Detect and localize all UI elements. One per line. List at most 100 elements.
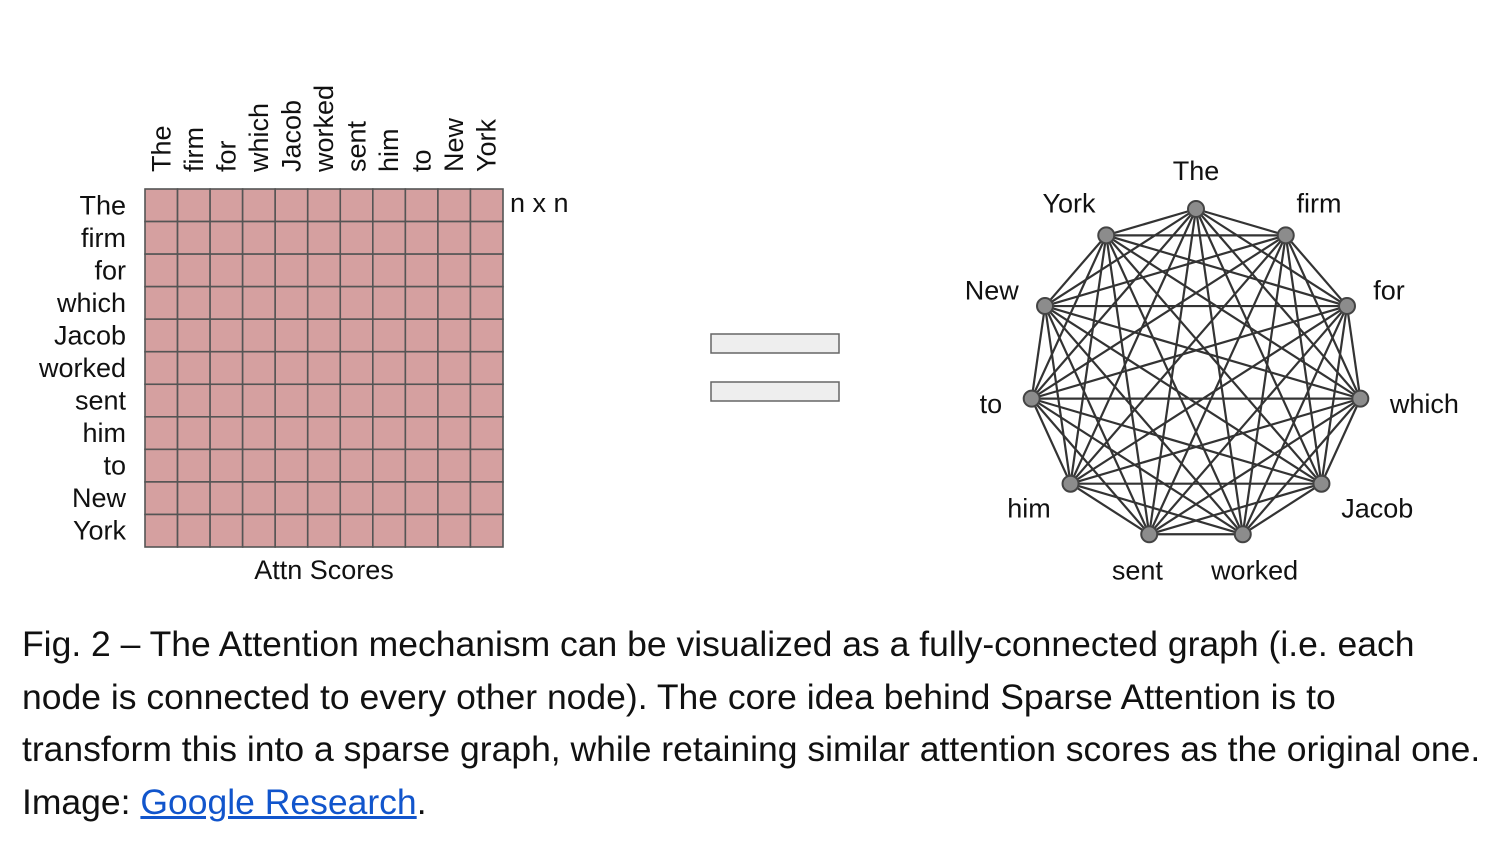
matrix-cell	[274, 448, 309, 483]
node-label: which	[1389, 389, 1459, 419]
matrix-cell	[306, 220, 342, 255]
column-label: The	[146, 125, 176, 172]
matrix-cell	[306, 448, 342, 483]
matrix-cell	[372, 448, 407, 483]
matrix-cell	[176, 350, 211, 386]
matrix-cell	[404, 383, 439, 418]
matrix-cell	[176, 253, 211, 288]
matrix-cell	[274, 481, 309, 516]
graph-node	[1233, 525, 1252, 544]
matrix-cell	[404, 513, 439, 548]
graph-edge	[1320, 305, 1349, 484]
matrix-cell	[437, 513, 472, 548]
matrix-cell	[469, 285, 504, 320]
matrix-cell	[209, 513, 244, 548]
column-label: to	[407, 149, 437, 172]
matrix-cell	[274, 350, 309, 386]
matrix-cell	[437, 253, 472, 288]
graph-edge	[1284, 234, 1362, 400]
matrix-cell	[241, 220, 276, 255]
matrix-cell	[144, 285, 179, 320]
graph-node	[1337, 297, 1356, 316]
matrix-cell	[469, 220, 504, 255]
matrix-cell	[404, 448, 439, 483]
node-label: worked	[1210, 556, 1298, 586]
matrix-cell	[176, 220, 211, 255]
graph-edge	[1105, 234, 1361, 400]
matrix-cell	[372, 513, 407, 548]
graph-edge	[1195, 208, 1348, 307]
matrix-cell	[469, 188, 504, 223]
matrix-cell	[437, 448, 472, 483]
node-label: him	[1007, 494, 1051, 524]
graph-edge	[1044, 304, 1361, 400]
matrix-cell	[241, 253, 276, 288]
matrix-cell	[209, 253, 244, 288]
matrix-cell	[404, 416, 439, 451]
matrix-cell	[209, 318, 244, 353]
matrix-cell	[372, 416, 407, 451]
matrix-cell	[469, 350, 504, 386]
matrix-cell	[469, 513, 504, 548]
matrix-cell	[144, 448, 179, 483]
matrix-cell	[339, 220, 374, 255]
matrix-cell	[274, 383, 309, 418]
row-label: worked	[38, 353, 126, 383]
matrix-cell	[241, 285, 276, 320]
row-label: York	[73, 516, 127, 546]
matrix-cell	[404, 285, 439, 320]
matrix-cell	[372, 350, 407, 386]
matrix-cell	[404, 220, 439, 255]
matrix-cell	[339, 481, 374, 516]
equals-bar-bottom	[710, 381, 840, 402]
graph-node	[1351, 389, 1370, 408]
matrix-cell	[306, 350, 342, 386]
caption-text: Fig. 2 – The Attention mechanism can be …	[22, 624, 1481, 822]
graph-node	[1140, 525, 1159, 544]
graph-node	[1061, 474, 1080, 493]
graph-node	[1097, 226, 1116, 245]
matrix-cell	[274, 285, 309, 320]
matrix-cell	[274, 220, 309, 255]
graph-edge	[1031, 397, 1244, 536]
graph-edge	[1195, 207, 1287, 237]
matrix-cell	[437, 188, 472, 223]
matrix-cell	[372, 481, 407, 516]
column-label: for	[211, 140, 241, 172]
column-label: York	[472, 118, 502, 172]
matrix-cell	[144, 220, 179, 255]
matrix-cell	[437, 481, 472, 516]
column-label: which	[244, 103, 274, 173]
graph-edge	[1043, 305, 1072, 484]
matrix-cell	[209, 416, 244, 451]
matrix-cell	[241, 481, 276, 516]
graph-edge	[1030, 305, 1047, 399]
matrix-cell	[176, 448, 211, 483]
matrix-cell	[306, 383, 342, 418]
matrix-cell	[339, 513, 374, 548]
matrix-cell	[274, 188, 309, 223]
matrix-cell	[241, 383, 276, 418]
matrix-cell	[306, 481, 342, 516]
matrix-cell	[469, 481, 504, 516]
equals-bar-top	[710, 333, 840, 354]
row-label: to	[103, 451, 126, 481]
matrix-cell	[372, 220, 407, 255]
matrix-cell	[176, 513, 211, 548]
google-research-link[interactable]: Google Research	[140, 781, 417, 822]
graph-edge	[1030, 234, 1108, 400]
matrix-cell	[144, 416, 179, 451]
matrix-cell	[339, 318, 374, 353]
matrix-cell	[176, 416, 211, 451]
matrix-cell	[144, 188, 179, 223]
node-label: New	[965, 275, 1020, 305]
graph-edge	[1044, 234, 1287, 308]
matrix-cell	[209, 220, 244, 255]
attention-matrix	[144, 188, 504, 548]
matrix-cell	[372, 383, 407, 418]
graph-edge	[1105, 234, 1323, 485]
matrix-cell	[469, 448, 504, 483]
matrix-cell	[339, 448, 374, 483]
